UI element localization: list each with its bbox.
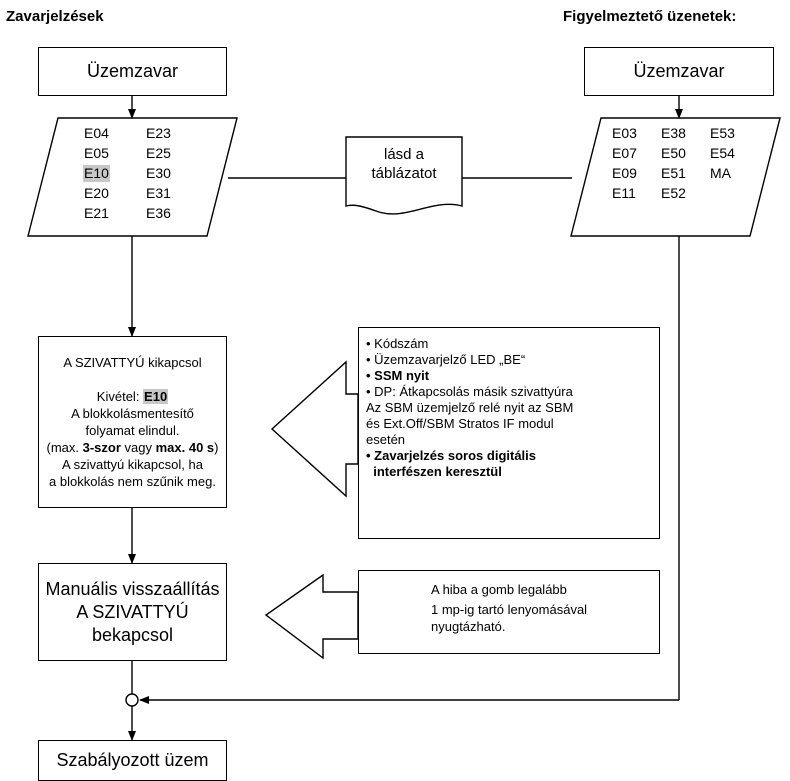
junction-circle xyxy=(125,693,139,707)
manual-reset-box: Manuális visszaállítás A SZIVATTYÚ bekap… xyxy=(38,563,227,661)
pump-stop-line-4: folyamat elindul. xyxy=(85,423,180,438)
code-E36: E36 xyxy=(146,205,171,221)
document-shape xyxy=(345,136,463,215)
pump-exception-line: Kivétel: E10 xyxy=(96,388,169,405)
pump-stop-line-7: a blokkolás nem szűnik meg. xyxy=(49,474,216,489)
pump-stop-box: A SZIVATTYÚ kikapcsol Kivétel: E10 A blo… xyxy=(38,336,227,508)
right-codes-parallelogram xyxy=(570,117,781,237)
pump-stop-line-3: A blokkolásmentesítő xyxy=(71,406,194,421)
code-E51: E51 xyxy=(661,165,686,181)
line5-bold1: 3-szor xyxy=(82,440,121,455)
document-text: lásd a táblázatot xyxy=(346,145,462,183)
info-box xyxy=(358,327,660,539)
info-item-4: • DP: Átkapcsolás másik szivattyúra xyxy=(366,384,573,399)
left-fault-box-label: Üzemzavar xyxy=(86,61,179,81)
manual-reset-line-1: Manuális visszaállítás xyxy=(45,578,220,599)
info-item-5: Az SBM üzemjelző relé nyit az SBM xyxy=(366,400,574,415)
info-box-text: • Kódszám • Üzemzavarjelző LED „BE“ • SS… xyxy=(366,336,573,480)
left-fault-box: Üzemzavar xyxy=(38,47,227,96)
button-note-text: A hiba a gomb legalább 1 mp-ig tartó len… xyxy=(431,580,587,634)
code-E23: E23 xyxy=(146,125,171,141)
code-E38: E38 xyxy=(661,125,686,141)
line5-suffix: ) xyxy=(214,440,219,455)
code-E21: E21 xyxy=(84,205,109,221)
pump-stop-line-1: A SZIVATTYÚ kikapcsol xyxy=(63,355,202,370)
info-item-6: és Ext.Off/SBM Stratos IF modul xyxy=(366,416,554,431)
code-E10-highlighted: E10 xyxy=(83,165,110,182)
info-item-7: esetén xyxy=(366,432,406,447)
right-fault-box: Üzemzavar xyxy=(584,47,774,96)
code-E07: E07 xyxy=(612,145,637,161)
heading-warnings: Figyelmeztető üzenetek: xyxy=(563,8,737,25)
regulated-operation-box: Szabályozott üzem xyxy=(38,740,227,781)
info-item-8: • Zavarjelzés soros digitális xyxy=(366,448,537,463)
code-E52: E52 xyxy=(661,185,686,201)
exception-prefix: Kivétel: xyxy=(96,389,144,404)
manual-reset-line-3: bekapcsol xyxy=(91,624,174,645)
heading-fault-signals: Zavarjelzések xyxy=(6,8,104,25)
hollow-arrow-info xyxy=(270,360,359,498)
exception-code: E10 xyxy=(143,389,169,404)
document-line-2: táblázatot xyxy=(371,165,437,182)
info-item-9: interfészen keresztül xyxy=(366,464,502,479)
code-E54: E54 xyxy=(710,145,735,161)
button-note-line-2: 1 mp-ig tartó lenyomásával xyxy=(431,602,588,617)
info-item-2: • Üzemzavarjelző LED „BE“ xyxy=(366,352,526,367)
right-fault-box-label: Üzemzavar xyxy=(633,61,725,81)
code-E50: E50 xyxy=(661,145,686,161)
code-E09: E09 xyxy=(612,165,637,181)
pump-stop-line-6: A szivattyú kikapcsol, ha xyxy=(62,457,203,472)
pump-stop-line-5: (max. 3-szor vagy max. 40 s) xyxy=(47,439,219,456)
code-E53: E53 xyxy=(710,125,735,141)
code-E25: E25 xyxy=(146,145,171,161)
code-E05: E05 xyxy=(84,145,109,161)
code-E11: E11 xyxy=(612,185,636,201)
button-note-line-1: A hiba a gomb legalább xyxy=(431,582,567,597)
button-note-line-3: nyugtázható. xyxy=(431,619,506,634)
left-codes-parallelogram xyxy=(27,117,238,237)
code-E20: E20 xyxy=(84,185,109,201)
info-item-1: • Kódszám xyxy=(366,336,429,351)
code-E30: E30 xyxy=(146,165,171,181)
code-MA: MA xyxy=(710,165,731,181)
line5-prefix: (max. xyxy=(46,440,83,455)
line5-mid: vagy xyxy=(120,440,156,455)
line5-bold2: max. 40 s xyxy=(155,440,215,455)
button-note-box xyxy=(358,570,660,654)
document-line-1: lásd a xyxy=(383,146,425,163)
regulated-operation-label: Szabályozott üzem xyxy=(56,750,209,770)
info-item-3: • SSM nyit xyxy=(366,368,430,383)
manual-reset-line-2: A SZIVATTYÚ xyxy=(76,601,189,622)
hollow-arrow-button xyxy=(264,573,359,660)
code-E03: E03 xyxy=(612,125,637,141)
code-E04: E04 xyxy=(84,125,109,141)
code-E31: E31 xyxy=(146,185,171,201)
